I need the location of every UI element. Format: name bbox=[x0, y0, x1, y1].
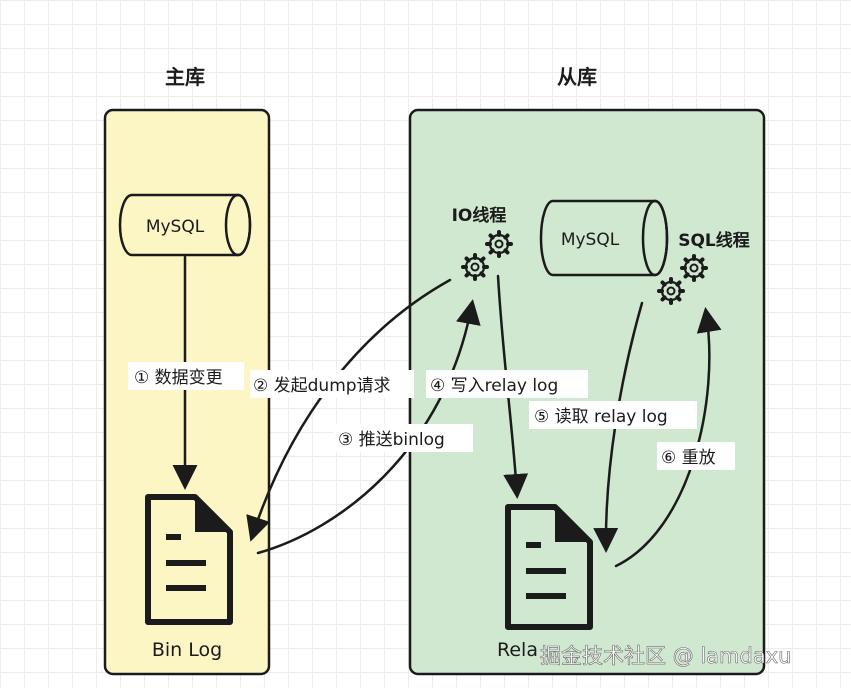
step2-label-bg bbox=[250, 370, 414, 398]
master-title: 主库 bbox=[165, 65, 205, 89]
relay-log-document-icon bbox=[505, 504, 593, 630]
binlog-label: Bin Log bbox=[152, 639, 222, 661]
step1-label: ① 数据变更 bbox=[134, 368, 223, 388]
slave-title: 从库 bbox=[557, 65, 597, 89]
step4-label: ④ 写入relay log bbox=[430, 376, 558, 396]
step5-label-bg bbox=[529, 401, 697, 429]
step3-label: ③ 推送binlog bbox=[338, 430, 445, 450]
step2-label: ② 发起dump请求 bbox=[253, 376, 391, 396]
step5-label: ⑤ 读取 relay log bbox=[534, 407, 668, 427]
master-database-icon bbox=[118, 193, 252, 257]
step3-label-bg bbox=[333, 424, 473, 452]
binlog-document-icon bbox=[145, 494, 233, 625]
io-thread-label: IO线程 bbox=[452, 205, 507, 226]
sql-thread-label: SQL线程 bbox=[678, 230, 750, 251]
watermark: 掘金技术社区 @ lamdaxu bbox=[540, 644, 791, 668]
step4-label-bg bbox=[426, 370, 588, 398]
arrow-push-binlog bbox=[256, 299, 481, 555]
slave-db-label: MySQL bbox=[561, 230, 620, 250]
slave-database-icon bbox=[539, 199, 669, 277]
relay-log-label: Rela bbox=[497, 639, 538, 661]
step6-label: ⑥ 重放 bbox=[661, 448, 716, 468]
master-db-label: MySQL bbox=[146, 217, 205, 237]
step6-label-bg bbox=[657, 442, 735, 470]
step1-label-bg bbox=[128, 362, 244, 390]
